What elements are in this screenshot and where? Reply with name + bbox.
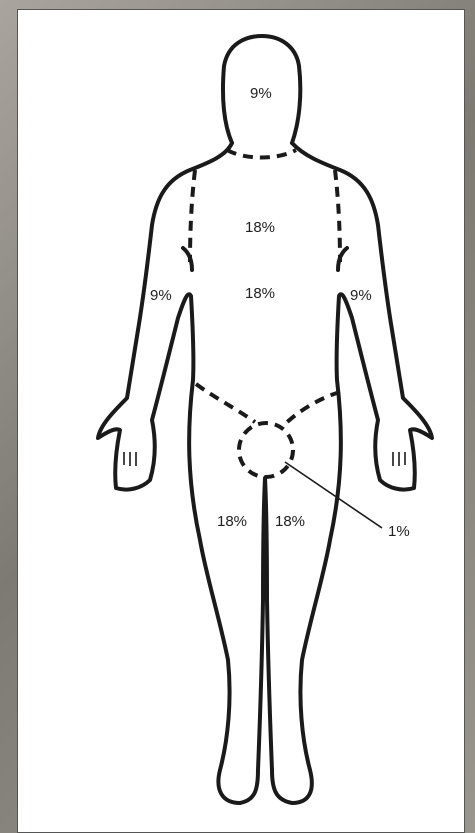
abdomen-percentage-label: 18% — [245, 285, 275, 302]
neck-boundary — [227, 150, 296, 158]
left-hand-fingers — [124, 452, 136, 466]
genital-percentage-label: 1% — [388, 523, 410, 540]
genital-region-boundary — [239, 423, 293, 477]
groin-boundary-right — [285, 392, 340, 424]
body-outline — [98, 143, 432, 803]
left-leg-percentage-label: 18% — [217, 513, 247, 530]
left-shoulder-boundary — [190, 170, 195, 262]
chest-percentage-label: 18% — [245, 219, 275, 236]
head-percentage-label: 9% — [250, 85, 272, 102]
right-armpit-mark — [338, 248, 347, 270]
right-hand-fingers — [393, 452, 405, 466]
right-shoulder-boundary — [335, 170, 340, 262]
groin-boundary-left — [196, 384, 255, 422]
left-arm-percentage-label: 9% — [150, 287, 172, 304]
right-leg-percentage-label: 18% — [275, 513, 305, 530]
right-arm-percentage-label: 9% — [350, 287, 372, 304]
left-armpit-mark — [183, 248, 192, 270]
